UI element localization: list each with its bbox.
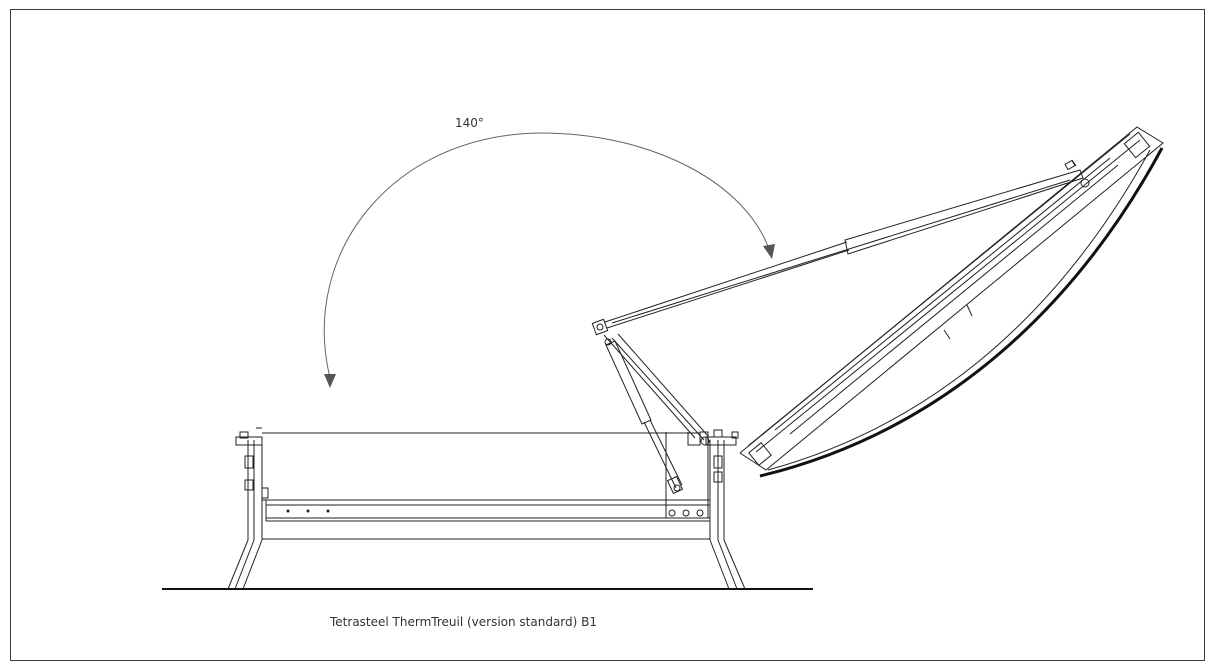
- opening-angle-arc: [323, 132, 771, 379]
- drawing-frame: [10, 9, 1205, 661]
- drawing-caption: Tetrasteel ThermTreuil (version standard…: [329, 615, 597, 629]
- lower-gas-spring: [603, 333, 709, 495]
- tilted-lid: [739, 126, 1164, 478]
- right-upstand: [700, 429, 746, 590]
- left-upstand: [227, 427, 269, 590]
- arc-arrowhead-left: [324, 374, 336, 388]
- upstand-body: [262, 431, 710, 540]
- angle-label: 140°: [455, 116, 484, 130]
- arc-arrowhead-right: [763, 244, 775, 259]
- upper-gas-strut: [591, 169, 1084, 346]
